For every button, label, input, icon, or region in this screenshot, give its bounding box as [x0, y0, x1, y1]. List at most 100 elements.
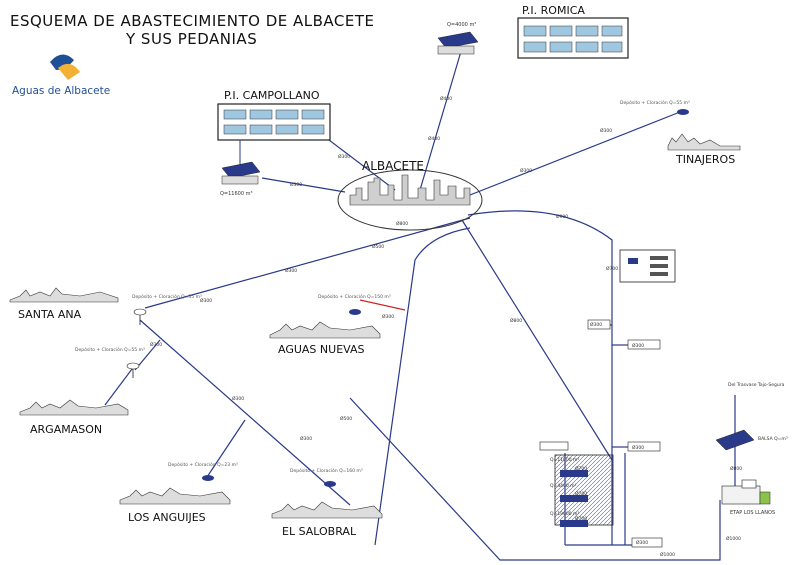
tinajeros-deposit-icon — [677, 109, 689, 115]
pipe-label: Ø300 — [338, 153, 350, 160]
pi-romica: P.I. ROMICA Q=4000 m³ — [437, 4, 629, 59]
santa-ana-deposit-icon — [133, 308, 147, 325]
campollano-deposit-icon — [221, 161, 261, 185]
deposit-tank-icon — [560, 495, 588, 502]
label-el-salobral: EL SALOBRAL — [282, 525, 357, 538]
logo-orange-wave-icon — [58, 63, 80, 80]
label-santa-ana: SANTA ANA — [18, 308, 82, 321]
east-deposit-complex: Q=11000 m³ Q=4400 m³ Q=19000 m³ — [539, 249, 676, 548]
argamason: ARGAMASON Depósito + Cloración Q=55 m³ — [19, 346, 145, 436]
el-salobral-skyline-icon — [271, 501, 383, 519]
deposit-tank-icon — [560, 520, 588, 527]
tinajeros-deposit-label: Depósito + Cloración Q=55 m³ — [620, 99, 690, 106]
pipe-label: Ø900 — [556, 213, 568, 220]
pipe-label: Ø300 — [200, 297, 212, 304]
label-argamason: ARGAMASON — [30, 423, 102, 436]
etap-building-icon — [721, 479, 771, 505]
deposit-block — [554, 454, 614, 526]
pipe-santa-ana-anguijes — [139, 319, 351, 506]
pipe-label: Ø500 — [372, 243, 384, 250]
pi-campollano: P.I. CAMPOLLANO Q=11600 m³ — [217, 89, 331, 197]
romica-deposit-icon — [437, 31, 479, 55]
pipe-label: Ø300 — [590, 321, 602, 328]
pipe-label: Ø400 — [440, 95, 452, 102]
pipe-salobral — [374, 227, 471, 546]
tinajeros-skyline-icon — [667, 133, 741, 151]
argamason-deposit-label: Depósito + Cloración Q=55 m³ — [75, 346, 145, 353]
los-anguijes-deposit-icon — [202, 475, 214, 481]
pipe-tinajeros — [469, 111, 681, 196]
pump-icon — [628, 258, 638, 264]
el-salobral-deposit-label: Depósito + Cloración Q=160 m³ — [290, 467, 363, 474]
pipe-diameter-labels: Ø400 Ø400 Ø300 Ø300 Ø300 Ø300 Ø300 Ø300 … — [150, 95, 742, 558]
deposits-label-3: Q=19000 m³ — [550, 511, 579, 517]
transfer-label: Del Trasvase Tajo-Segura — [728, 382, 785, 388]
balsa-icon — [715, 429, 755, 451]
los-anguijes-deposit-label: Depósito + Cloración Q=23 m³ — [168, 461, 238, 468]
pipe-argamason-link — [134, 339, 161, 371]
deposits-label-2: Q=4400 m³ — [550, 483, 577, 489]
pipe-label: Ø300 — [150, 341, 162, 348]
diagram-title-line2: Y SUS PEDANIAS — [126, 30, 258, 48]
label-tinajeros: TINAJEROS — [675, 153, 735, 166]
pipe-label: Ø300 — [632, 342, 644, 349]
pipe-los-anguijes — [204, 419, 246, 481]
pipe-network — [104, 47, 736, 561]
albacete-city-boundary — [337, 169, 483, 231]
label-los-anguijes: LOS ANGUIJES — [128, 511, 206, 524]
argamason-deposit-icon — [126, 362, 140, 378]
pipe-label: Ø300 — [232, 395, 244, 402]
label-albacete: ALBACETE — [362, 159, 424, 173]
pipe-diagonal-south — [461, 219, 613, 461]
diagram-title-line1: ESQUEMA DE ABASTECIMIENTO DE ALBACETE — [10, 12, 375, 30]
pipe-label: Ø300 — [382, 313, 394, 320]
logo-text: Aguas de Albacete — [12, 85, 110, 97]
valve-box — [627, 339, 661, 350]
argamason-skyline-icon — [19, 399, 129, 416]
pipe-label: Ø300 — [600, 127, 612, 134]
pipe-santa-ana — [144, 217, 471, 309]
pipe-campollano-deposit — [261, 177, 346, 193]
pump-icon — [650, 272, 668, 276]
los-anguijes: LOS ANGUIJES Depósito + Cloración Q=23 m… — [119, 461, 238, 524]
campollano-deposit-label: Q=11600 m³ — [220, 191, 253, 197]
pipe-label: Ø300 — [632, 444, 644, 451]
pipe-label: Ø400 — [428, 135, 440, 142]
pipe-label: Ø500 — [340, 415, 352, 422]
romica-deposit-label: Q=4000 m³ — [447, 22, 476, 28]
pipe-etap-return — [349, 397, 721, 561]
los-anguijes-skyline-icon — [119, 487, 231, 505]
aguas-nuevas: AGUAS NUEVAS Depósito + Cloración Q=150 … — [269, 293, 391, 356]
romica-buildings-icon — [523, 25, 623, 53]
pipe-aguas-nuevas-link — [359, 299, 406, 311]
aguas-nuevas-deposit-label: Depósito + Cloración Q=150 m³ — [318, 293, 391, 300]
pipe-label: Ø1000 — [726, 535, 741, 542]
el-salobral: EL SALOBRAL Depósito + Cloración Q=160 m… — [271, 467, 383, 538]
aguas-nuevas-deposit-icon — [349, 309, 361, 315]
pipe-label: Ø300 — [520, 167, 532, 174]
label-romica: P.I. ROMICA — [522, 4, 585, 17]
albacete-city: ALBACETE — [337, 159, 483, 231]
pipe-label: Ø700 — [575, 515, 587, 522]
valve-box — [631, 537, 663, 548]
pipe-label: Ø700 — [575, 465, 587, 472]
pipe-label: Ø300 — [285, 267, 297, 274]
pipe-label: Ø800 — [510, 317, 522, 324]
pump-icon — [650, 256, 668, 260]
pipe-label: Ø800 — [730, 465, 742, 472]
pipe-romica — [419, 47, 463, 191]
tinajeros: TINAJEROS Depósito + Cloración Q=55 m³ — [620, 99, 741, 166]
valve-box — [539, 441, 569, 451]
pipe-label: Ø300 — [290, 181, 302, 188]
aguas-nuevas-skyline-icon — [269, 321, 381, 339]
logo-blue-wave-icon — [50, 54, 74, 70]
santa-ana: SANTA ANA Depósito + Cloración Q=35 m³ — [9, 287, 202, 325]
campollano-industrial-box — [217, 103, 331, 141]
label-campollano: P.I. CAMPOLLANO — [224, 89, 320, 102]
campollano-buildings-icon — [223, 109, 325, 135]
label-aguas-nuevas: AGUAS NUEVAS — [278, 343, 364, 356]
label-etap: ETAP LOS LLANOS — [730, 510, 775, 516]
storage-deposits: Q=11000 m³ Q=4400 m³ Q=19000 m³ — [550, 454, 614, 527]
pipe-label: Ø700 — [606, 265, 618, 272]
